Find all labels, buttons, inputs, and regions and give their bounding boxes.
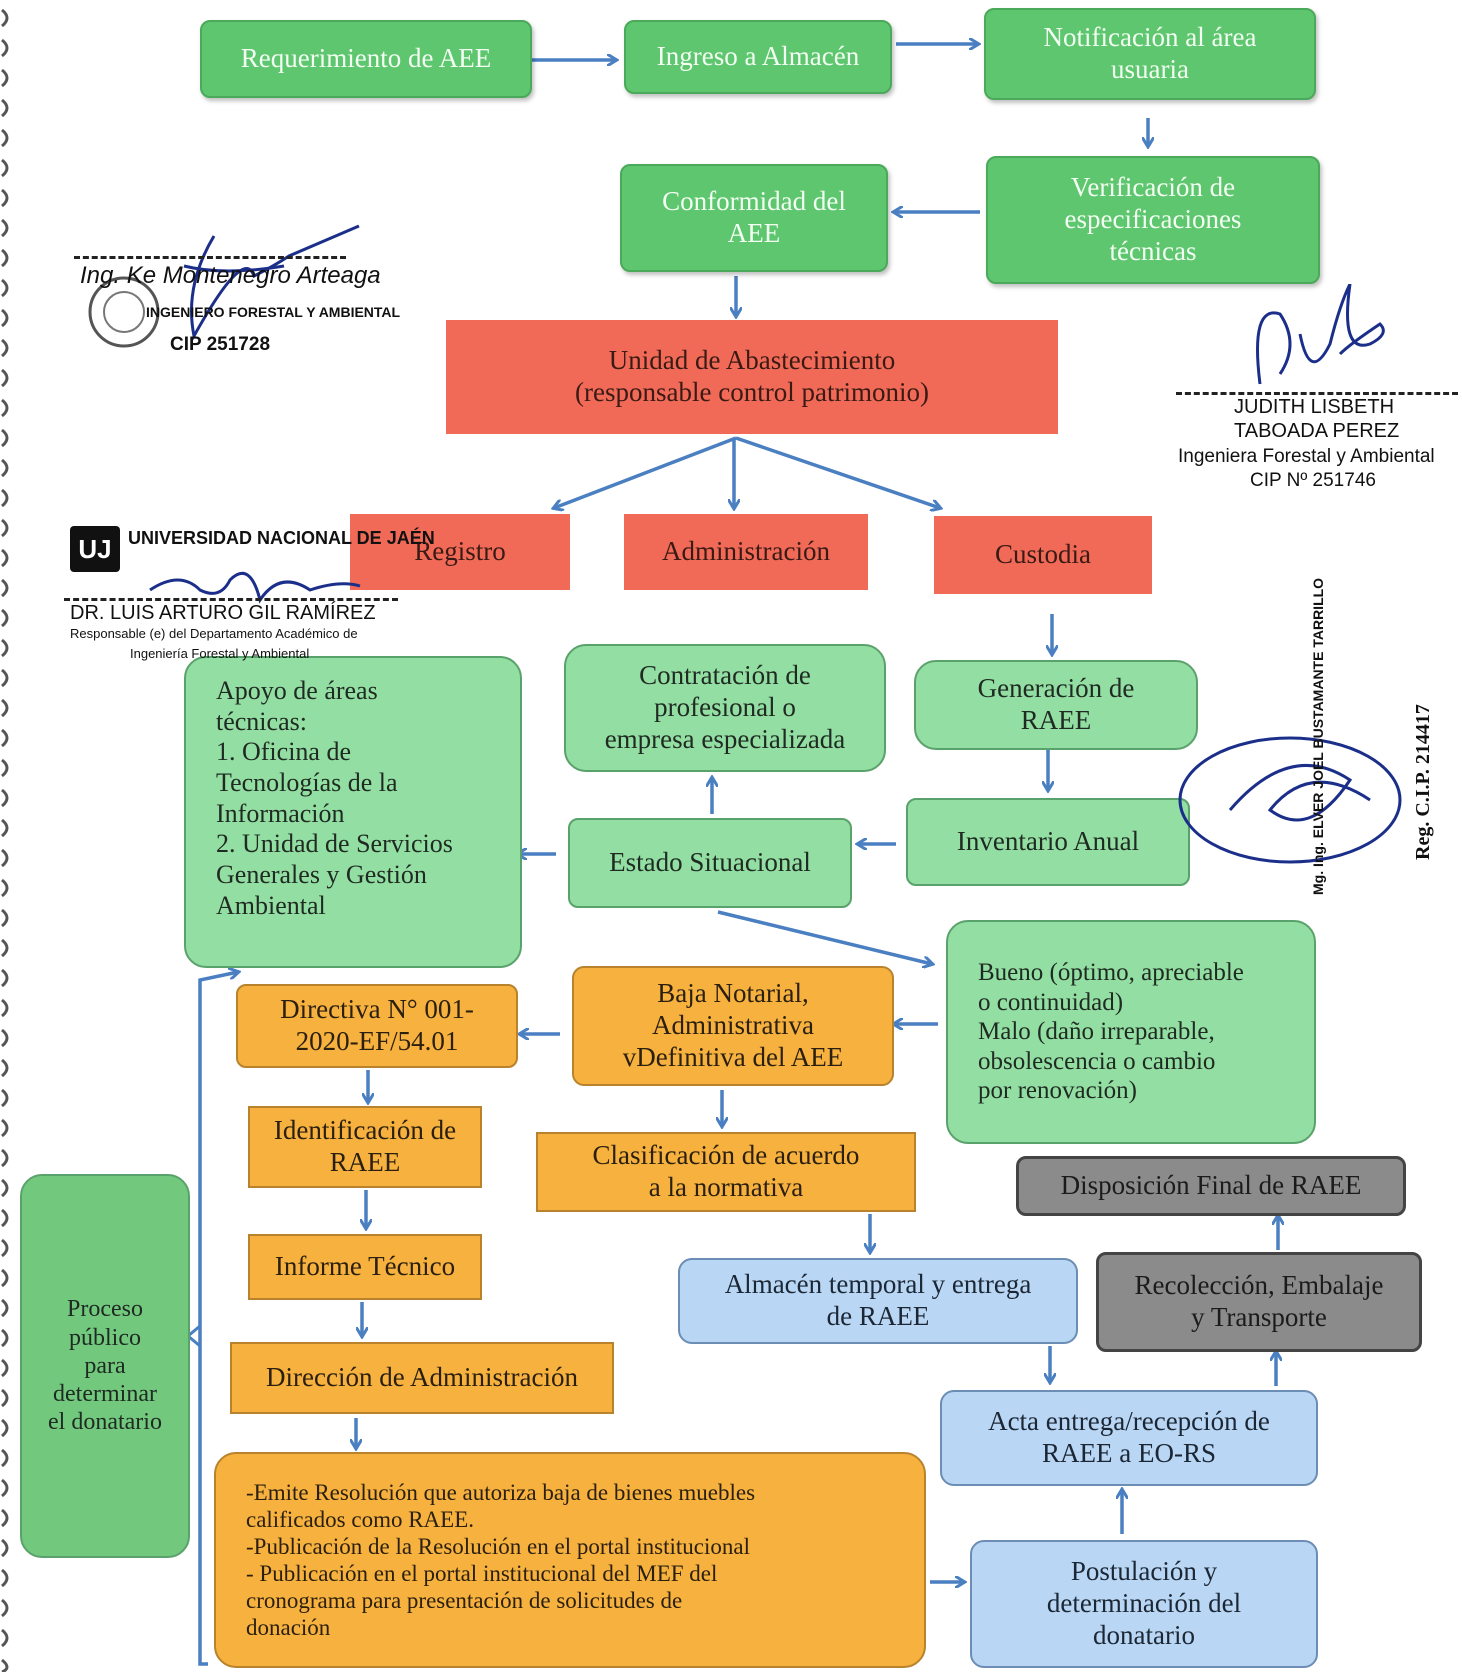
signature-2-title: Ingeniera Forestal y Ambiental [1178,446,1435,467]
signature-1-line [74,256,346,259]
signature-2-name1: JUDITH LISBETH [1234,396,1395,418]
notificacion-box: Notificación al área usuaria [984,8,1316,100]
signature-1-cip: CIP 251728 [170,334,271,355]
verificacion-box: Verificación de especificaciones técnica… [986,156,1320,284]
signature-4-reg: Reg. C.I.P. 214417 [1412,704,1434,860]
direccion-administracion-box: Dirección de Administración [230,1342,614,1414]
signature-2-scribble [1256,284,1385,385]
proceso-publico-box: Proceso público para determinar el donat… [20,1174,190,1558]
signature-2-name2: TABOADA PEREZ [1234,420,1400,442]
inventario-anual-box: Inventario Anual [906,798,1190,886]
registro-box: Registro [350,514,570,590]
administracion-box: Administración [624,514,868,590]
arrow-estado-bueno [717,910,932,964]
directiva-box: Directiva N° 001- 2020-EF/54.01 [236,984,518,1068]
arrow-bracket-proceso [198,972,238,1666]
university-logo-icon: UJ [70,526,120,572]
signature-3-title2: Ingeniería Forestal y Ambiental [130,646,310,661]
identificacion-raee-box: Identificación de RAEE [248,1106,482,1188]
signature-1-title: INGENIERO FORESTAL Y AMBIENTAL [146,304,401,320]
unidad-abastecimiento-box: Unidad de Abastecimiento (responsable co… [446,320,1058,434]
signature-2-cip: CIP Nº 251746 [1250,470,1376,491]
arrow-unidad-registro [554,436,737,508]
signature-3-title1: Responsable (e) del Departamento Académi… [70,626,358,641]
conformidad-box: Conformidad del AEE [620,164,888,272]
acta-entrega-box: Acta entrega/recepción de RAEE a EO-RS [940,1390,1318,1486]
emite-resolucion-box: -Emite Resolución que autoriza baja de b… [214,1452,926,1668]
clasificacion-box: Clasificación de acuerdo a la normativa [536,1132,916,1212]
university-name: UNIVERSIDAD NACIONAL DE JAÉN [128,528,435,548]
custodia-box: Custodia [934,516,1152,594]
recoleccion-box: Recolección, Embalaje y Transporte [1096,1252,1422,1352]
generacion-raee-box: Generación de RAEE [914,660,1198,750]
arrow-unidad-custodia [735,436,940,508]
apoyo-areas-box: Apoyo de áreas técnicas: 1. Oficina de T… [184,656,522,968]
signature-3-scribble [149,571,361,604]
disposicion-final-box: Disposición Final de RAEE [1016,1156,1406,1216]
signature-2-line [1176,392,1458,395]
signature-3-name: DR. LUIS ARTURO GIL RAMÍREZ [70,602,376,624]
postulacion-box: Postulación y determinación del donatari… [970,1540,1318,1668]
signature-3-line [64,598,398,601]
informe-tecnico-box: Informe Técnico [248,1234,482,1300]
signature-1-scribble [88,224,360,348]
estado-bueno-malo-box: Bueno (óptimo, apreciable o continuidad)… [946,920,1316,1144]
requerimiento-box: Requerimiento de AEE [200,20,532,98]
signature-4-name: Mg. Ing. ELVER JOEL BUSTAMANTE TARRILLO [1310,577,1326,895]
ingreso-box: Ingreso a Almacén [624,20,892,94]
contratacion-box: Contratación de profesional o empresa es… [564,644,886,772]
almacen-temporal-box: Almacén temporal y entrega de RAEE [678,1258,1078,1344]
signature-1-name: Ing. Ke Montenegro Arteaga [80,262,381,289]
estado-situacional-box: Estado Situacional [568,818,852,908]
signature-4-scribble [1178,736,1402,864]
spiral-binding [1,8,9,1672]
baja-notarial-box: Baja Notarial, Administrativa vDefinitiv… [572,966,894,1086]
